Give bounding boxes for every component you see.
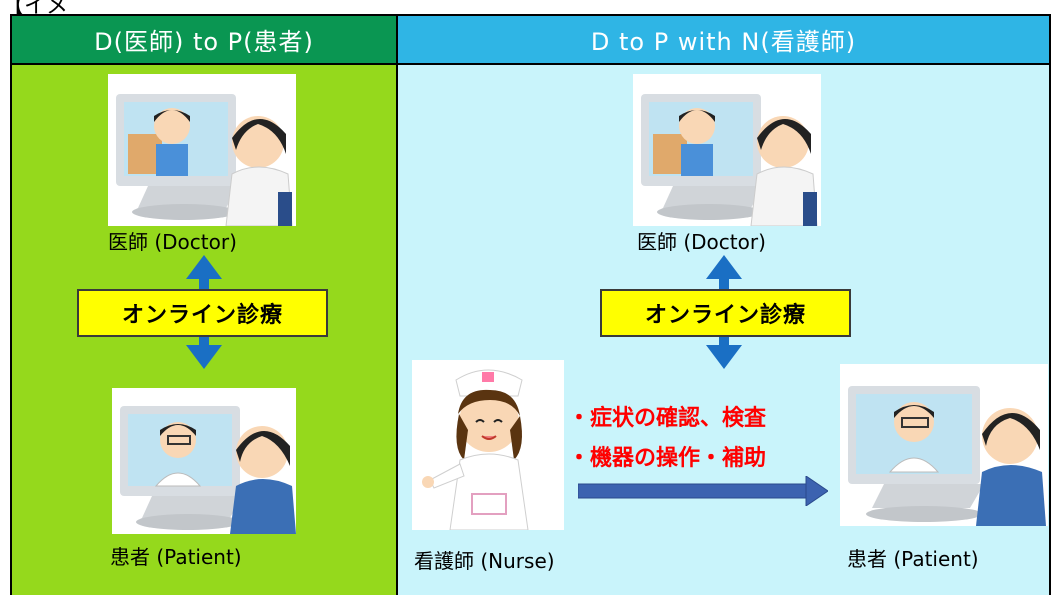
nurse-illustration (412, 360, 564, 530)
header-d-to-p-with-n: D to P with N(看護師) (398, 14, 1051, 65)
online-consultation-tag: オンライン診療 (77, 289, 328, 337)
right-arrow (578, 476, 828, 506)
top-label: 【イメージ】 (2, 0, 70, 14)
nurse-task-2: ・機器の操作・補助 (568, 446, 767, 471)
patient-label-2: 患者 (Patient) (847, 547, 979, 571)
patient-label: 患者 (Patient) (110, 545, 242, 569)
patient-monitor-illustration (112, 388, 296, 534)
doctor-label-2: 医師 (Doctor) (637, 230, 766, 254)
patient-monitor-illustration-2 (840, 364, 1048, 526)
doctor-label: 医師 (Doctor) (108, 230, 237, 254)
header-d-to-p: D(医師) to P(患者) (10, 14, 398, 65)
nurse-label: 看護師 (Nurse) (414, 549, 555, 573)
nurse-task-1: ・症状の確認、検査 (568, 406, 767, 431)
doctor-monitor-illustration (108, 74, 296, 226)
online-consultation-tag-2: オンライン診療 (600, 289, 851, 337)
doctor-monitor-illustration-2 (633, 74, 821, 226)
